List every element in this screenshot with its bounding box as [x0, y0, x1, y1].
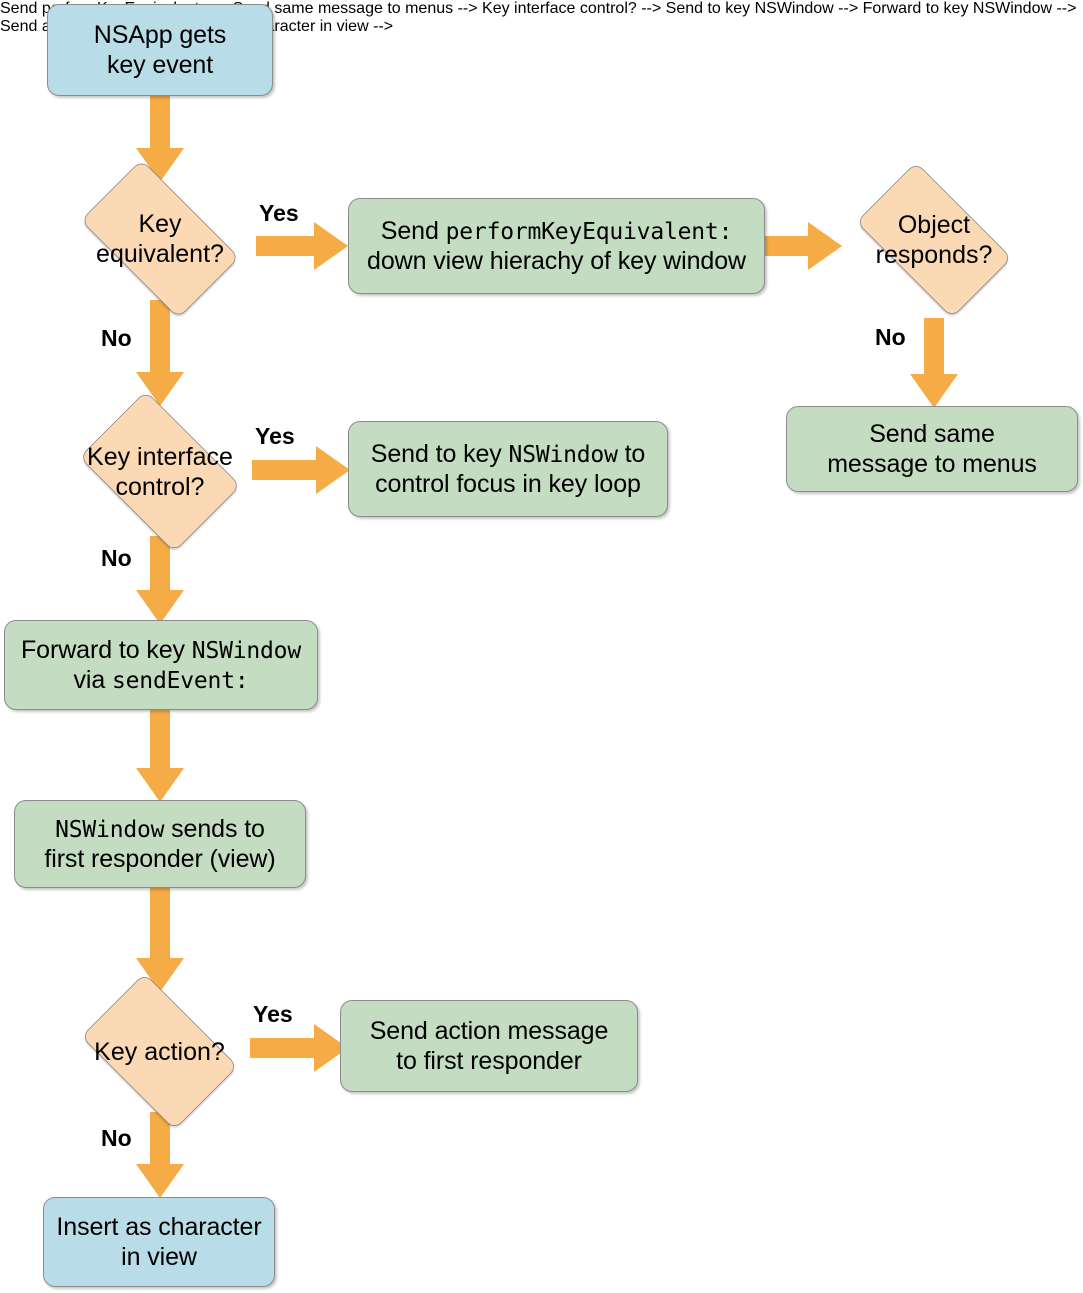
arrow-key-action-no: [136, 1112, 184, 1198]
node-label: Key action?: [94, 1037, 225, 1066]
edge-label-key-action-no: No: [101, 1125, 132, 1151]
code-token: performKeyEquivalent:: [445, 218, 733, 245]
node-label: Send same message to menus: [827, 419, 1037, 479]
node-label: Send to key NSWindow to control focus in…: [370, 439, 646, 499]
node-label: NSApp gets key event: [93, 20, 227, 80]
node-key-action-decision[interactable]: Key action?: [66, 973, 253, 1130]
arrow-key-equivalent-yes: [256, 222, 348, 270]
code-token: sendEvent:: [112, 668, 249, 694]
node-label: Insert as character in view: [56, 1212, 262, 1272]
node-key-interface-control-decision[interactable]: Key interface control?: [65, 390, 255, 553]
node-label: NSWindow sends to first responder (view): [44, 814, 276, 874]
node-label: Key interface control?: [87, 442, 233, 501]
node-label: Forward to key NSWindow via sendEvent:: [21, 635, 301, 695]
arrow-key-interface-control-no: [136, 536, 184, 624]
arrow-start-to-key-equivalent: [136, 96, 184, 182]
arrow-nswindow-sends-to-key-action: [136, 888, 184, 992]
node-send-perform-key-equivalent[interactable]: Send performKeyEquivalent: down view hie…: [348, 198, 765, 294]
arrow-object-responds-no: [910, 318, 958, 408]
node-label: Send performKeyEquivalent: down view hie…: [367, 216, 746, 276]
node-forward-to-key-nswindow[interactable]: Forward to key NSWindow via sendEvent:: [4, 620, 318, 710]
node-send-to-key-nswindow[interactable]: Send to key NSWindow to control focus in…: [348, 421, 668, 517]
arrow-perform-key-equivalent-to-object-responds: [764, 222, 842, 270]
code-token: NSWindow: [55, 816, 165, 843]
edge-label-key-equivalent-yes: Yes: [259, 200, 299, 226]
code-token: NSWindow: [508, 441, 618, 468]
node-label: Key equivalent?: [96, 210, 224, 268]
arrow-forward-to-nswindow-sends: [136, 710, 184, 802]
node-send-same-message-to-menus[interactable]: Send same message to menus: [786, 406, 1078, 492]
node-object-responds-decision[interactable]: Object responds?: [838, 162, 1030, 318]
arrow-key-interface-control-yes: [252, 446, 350, 494]
code-token: NSWindow: [191, 637, 301, 664]
node-label: Object responds?: [875, 211, 993, 269]
edge-label-key-action-yes: Yes: [253, 1001, 293, 1027]
edge-label-key-equivalent-no: No: [101, 325, 132, 351]
node-send-action-message[interactable]: Send action message to first responder: [340, 1000, 638, 1092]
edge-label-key-interface-control-no: No: [101, 545, 132, 571]
edge-label-object-responds-no: No: [875, 324, 906, 350]
arrow-key-action-yes: [250, 1024, 348, 1072]
node-key-equivalent-decision[interactable]: Key equivalent?: [62, 159, 258, 319]
node-nswindow-sends-to-first-responder[interactable]: NSWindow sends to first responder (view): [14, 800, 306, 888]
node-insert-as-character[interactable]: Insert as character in view: [43, 1197, 275, 1287]
edge-label-key-interface-control-yes: Yes: [255, 423, 295, 449]
node-nsapp-gets-key-event[interactable]: NSApp gets key event: [47, 4, 273, 96]
arrow-key-equivalent-no: [136, 300, 184, 406]
node-label: Send action message to first responder: [369, 1016, 609, 1076]
